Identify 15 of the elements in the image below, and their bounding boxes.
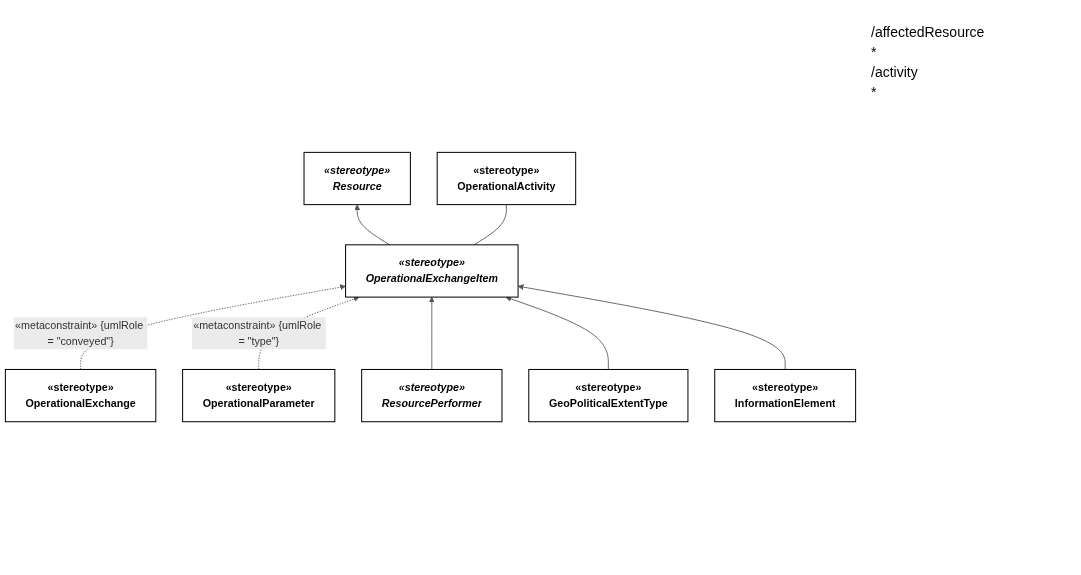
edge-label: «metaconstraint» {umlRole = "conveyed"} — [15, 319, 144, 348]
role-label: /affectedResource — [871, 24, 986, 40]
node-box: «stereotype» OperationalActivity — [436, 152, 577, 206]
connector — [473, 204, 507, 246]
edge-label: «metaconstraint» {umlRole = "type"} — [193, 319, 322, 348]
role-label: /activity — [871, 64, 919, 80]
node-box: «stereotype» ResourcePerformer — [361, 369, 503, 423]
node-box: «stereotype» OperationalExchangeItem — [345, 244, 519, 299]
role-label: * — [871, 84, 878, 100]
node-box: «stereotype» InformationElement — [714, 369, 857, 423]
node-box: «stereotype» OperationalExchange — [4, 369, 157, 423]
node-box: «stereotype» GeoPoliticalExtentType — [528, 369, 689, 423]
node-box: «stereotype» OperationalParameter — [182, 369, 336, 423]
node-box: «stereotype» Resource — [303, 152, 411, 206]
role-label: * — [871, 44, 878, 60]
